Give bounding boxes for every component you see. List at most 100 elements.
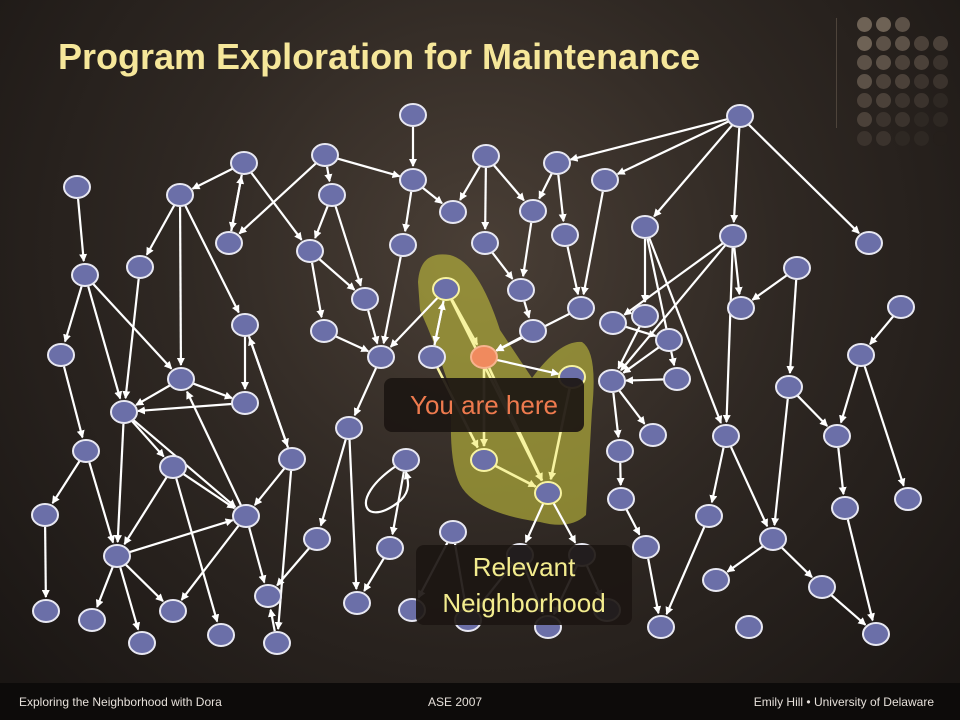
graph-node [78, 608, 106, 632]
decorative-dot [914, 93, 929, 108]
graph-node [663, 367, 691, 391]
graph-node [647, 615, 675, 639]
graph-node [215, 231, 243, 255]
graph-node [392, 448, 420, 472]
graph-edge [402, 191, 413, 233]
graph-node [32, 599, 60, 623]
decorative-dot [876, 74, 891, 89]
graph-edge [726, 545, 764, 573]
graph-node [167, 367, 195, 391]
decorative-dot [857, 55, 872, 70]
graph-edge [230, 175, 245, 232]
graph-node [230, 151, 258, 175]
graph-edge [145, 204, 176, 256]
graph-node [439, 200, 467, 224]
graph-edge [95, 566, 114, 608]
graph-node [110, 400, 138, 424]
decorative-dot [857, 36, 872, 51]
graph-edge [580, 191, 604, 296]
graph-edge [348, 439, 361, 591]
graph-edge [433, 301, 446, 346]
graph-node [311, 143, 339, 167]
graph-edge [119, 567, 141, 631]
graph-node [567, 296, 595, 320]
graph-node [775, 375, 803, 399]
graph-node [343, 591, 371, 615]
decorative-dot [895, 131, 910, 146]
decorative-dot [933, 55, 948, 70]
graph-node [847, 343, 875, 367]
graph-node [439, 520, 467, 544]
graph-node [887, 295, 915, 319]
graph-edge [62, 366, 85, 439]
footer-venue: ASE 2007 [428, 695, 483, 709]
graph-edge [780, 546, 813, 578]
graph-edge [180, 524, 240, 601]
graph-node [207, 623, 235, 647]
graph-node [231, 313, 259, 337]
decorative-dot [857, 112, 872, 127]
graph-node [599, 311, 627, 335]
graph-edge [87, 286, 123, 400]
graph-node [472, 144, 500, 168]
graph-node [335, 416, 363, 440]
graph-edge [182, 472, 236, 510]
graph-node [631, 215, 659, 239]
graph-edge [334, 334, 370, 353]
graph-node [695, 504, 723, 528]
graph-edge [318, 258, 356, 291]
graph-edge [722, 247, 734, 424]
decorative-dot [914, 74, 929, 89]
neighborhood-edge [494, 464, 537, 488]
graph-edge [459, 165, 481, 201]
graph-node [367, 345, 395, 369]
decorative-dot [914, 36, 929, 51]
graph-node [519, 199, 547, 223]
graph-edge [51, 460, 81, 505]
graph-edge [136, 402, 234, 415]
graph-edge [648, 237, 723, 424]
graph-edge [334, 206, 363, 287]
graph-edge [176, 206, 185, 367]
graph-node [47, 343, 75, 367]
graph-edge [128, 518, 234, 554]
graph-edge [421, 186, 443, 205]
graph-node [631, 304, 659, 328]
graph-edge [729, 446, 769, 528]
graph-edge [647, 558, 662, 615]
graph-edge [625, 509, 641, 536]
graph-edge [616, 120, 730, 175]
graph-node [543, 151, 571, 175]
graph-node [418, 345, 446, 369]
graph-node [607, 487, 635, 511]
graph-node [263, 631, 291, 655]
graph-edge [491, 251, 514, 280]
graph-edge [747, 123, 860, 234]
you-are-here-callout: You are here [384, 378, 584, 432]
graph-edge [135, 384, 172, 406]
graph-edge [122, 278, 140, 400]
graph-node [128, 631, 156, 655]
graph-node [231, 391, 259, 415]
graph-edge [114, 423, 125, 544]
graph-edge [617, 326, 641, 370]
footer-presentation-title: Exploring the Neighborhood with Dora [19, 695, 222, 709]
graph-node [351, 287, 379, 311]
graph-edge [336, 157, 401, 179]
graph-node [735, 615, 763, 639]
graph-edge [175, 478, 220, 623]
graph-edge [313, 205, 329, 239]
neighborhood-node [432, 277, 460, 301]
graph-node [471, 231, 499, 255]
graph-edge [186, 390, 242, 506]
graph-edge [381, 256, 402, 345]
decorative-dot [876, 36, 891, 51]
graph-edge [566, 246, 581, 296]
graph-node [296, 239, 324, 263]
decorative-dot [876, 131, 891, 146]
graph-edge [353, 367, 378, 417]
graph-node [726, 104, 754, 128]
graph-node [606, 439, 634, 463]
graph-node [831, 496, 859, 520]
graph-edge [274, 470, 293, 631]
